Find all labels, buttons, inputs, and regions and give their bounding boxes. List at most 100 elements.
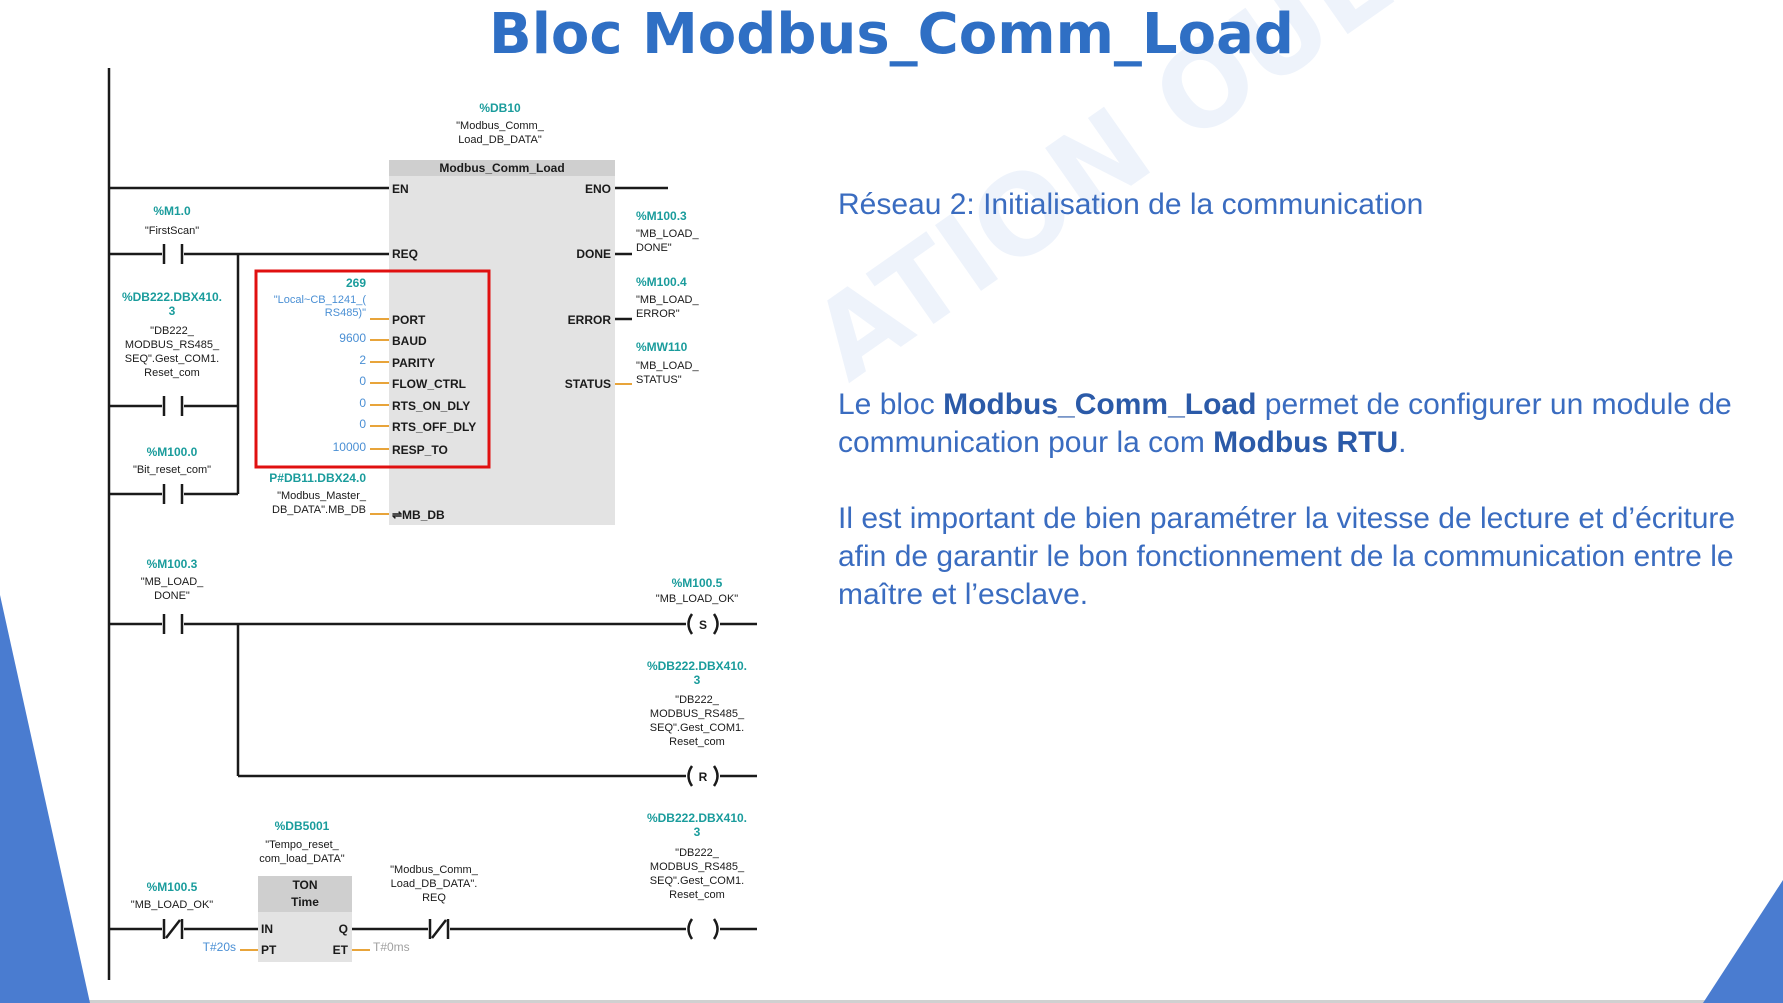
rts-on-dly-value: 0 (359, 396, 366, 410)
set-coil (687, 613, 719, 635)
set-coil-label: S (699, 618, 707, 632)
block-db-name-1: "Modbus_Comm_ (456, 120, 545, 132)
pin-req: REQ (392, 247, 418, 261)
pin-parity: PARITY (392, 356, 435, 370)
reset-com-name-4: Reset_com (144, 367, 200, 379)
reset-coil-name-3: SEQ".Gest_COM1. (650, 722, 744, 734)
bit-reset-address: %M100.0 (147, 445, 198, 459)
reset-coil-name-2: MODBUS_RS485_ (650, 708, 745, 720)
slide-bottom-border (0, 1000, 1783, 1003)
reset-com-name-2: MODBUS_RS485_ (125, 339, 220, 351)
done-name-1: "MB_LOAD_ (636, 228, 699, 240)
req-name-1: "Modbus_Comm_ (390, 864, 479, 876)
mbdb-address: P#DB11.DBX24.0 (269, 471, 366, 485)
port-name-2: RS485)" (325, 307, 366, 319)
status-name-1: "MB_LOAD_ (636, 360, 699, 372)
pin-eno: ENO (585, 182, 611, 196)
set-coil-name: "MB_LOAD_OK" (656, 593, 738, 605)
params-highlight-box (254, 269, 491, 469)
reset-com-address-2: 3 (169, 304, 176, 318)
timer-et-value: T#0ms (373, 940, 410, 954)
timer-name-2: com_load_DATA" (259, 853, 345, 865)
pin-rts-off-dly: RTS_OFF_DLY (392, 420, 476, 434)
firstscan-name: "FirstScan" (145, 225, 199, 237)
timer-pt-value: T#20s (203, 940, 236, 954)
coil-name-2: MODBUS_RS485_ (650, 861, 745, 873)
reset-coil (687, 765, 719, 787)
ladder-diagram: S R Modbus_Comm_Load EN ENO REQ DONE POR… (107, 68, 757, 980)
decorative-triangle-left (0, 595, 90, 1003)
error-name-2: ERROR" (636, 308, 680, 320)
slide-title: Bloc Modbus_Comm_Load (489, 2, 1294, 67)
pin-status: STATUS (565, 377, 611, 391)
flow-ctrl-value: 0 (359, 374, 366, 388)
coil-address-2: 3 (694, 825, 701, 839)
req-name-3: REQ (422, 892, 446, 904)
baud-value: 9600 (339, 331, 366, 345)
network-title: Réseau 2: Initialisation de la communica… (838, 188, 1424, 221)
contact-req-nc (428, 919, 450, 939)
contact-bit-reset-com (162, 484, 184, 504)
port-name-1: "Local~CB_1241_( (274, 294, 367, 306)
timer-type: TON (292, 878, 317, 892)
mbdb-name-2: DB_DATA".MB_DB (272, 504, 366, 516)
pin-done: DONE (576, 247, 611, 261)
port-value: 269 (346, 276, 366, 290)
coil-name-3: SEQ".Gest_COM1. (650, 875, 744, 887)
reset-com-name-3: SEQ".Gest_COM1. (125, 353, 219, 365)
done-name-2: DONE" (636, 242, 672, 254)
status-address: %MW110 (636, 340, 688, 354)
timer-db-address: %DB5001 (275, 819, 330, 833)
output-coil (687, 918, 719, 940)
rung2-contact-name-1: "MB_LOAD_ (141, 576, 204, 588)
set-coil-address: %M100.5 (672, 576, 723, 590)
pin-mb-db: ⇌MB_DB (392, 508, 445, 522)
timer-pin-q: Q (339, 922, 348, 936)
contact-firstscan (162, 244, 184, 264)
pin-port: PORT (392, 313, 426, 327)
pin-error: ERROR (568, 313, 612, 327)
para1-text-3: . (1398, 426, 1407, 459)
pin-resp-to: RESP_TO (392, 443, 448, 457)
block-title: Modbus_Comm_Load (439, 161, 564, 175)
reset-com-name-1: "DB222_ (150, 325, 195, 337)
pin-flow-ctrl: FLOW_CTRL (392, 377, 466, 391)
contact-mb-load-ok-nc (162, 919, 184, 939)
rung3-contact-name: "MB_LOAD_OK" (131, 899, 213, 911)
pin-baud: BAUD (392, 334, 427, 348)
rung2-contact-name-2: DONE" (154, 590, 190, 602)
para1-text-2: permet de configurer un module de commun… (838, 388, 1732, 459)
status-name-2: STATUS" (636, 374, 682, 386)
reset-coil-name-1: "DB222_ (675, 694, 720, 706)
pin-rts-on-dly: RTS_ON_DLY (392, 399, 470, 413)
timer-pin-in: IN (261, 922, 273, 936)
parity-value: 2 (359, 353, 366, 367)
firstscan-address: %M1.0 (153, 204, 191, 218)
block-db-name-2: Load_DB_DATA" (458, 134, 542, 146)
rung3-contact-address: %M100.5 (147, 880, 198, 894)
req-name-2: Load_DB_DATA". (391, 878, 478, 890)
bit-reset-name: "Bit_reset_com" (133, 464, 211, 476)
contact-mb-load-done (162, 614, 184, 634)
contact-reset-com (162, 396, 184, 416)
timer-pin-pt: PT (261, 943, 277, 957)
timer-pin-et: ET (333, 943, 349, 957)
coil-name-4: Reset_com (669, 889, 725, 901)
reset-coil-label: R (699, 770, 708, 784)
reset-coil-name-4: Reset_com (669, 736, 725, 748)
coil-address-1: %DB222.DBX410. (647, 811, 747, 825)
rung2-contact-address: %M100.3 (147, 557, 198, 571)
para1-bold-block-name: Modbus_Comm_Load (943, 388, 1257, 421)
modbus-comm-load-block (389, 160, 615, 525)
mbdb-name-1: "Modbus_Master_ (277, 490, 367, 502)
reset-coil-address-2: 3 (694, 673, 701, 687)
timer-name-1: "Tempo_reset_ (265, 839, 339, 851)
reset-com-address-1: %DB222.DBX410. (122, 290, 222, 304)
error-name-1: "MB_LOAD_ (636, 294, 699, 306)
coil-name-1: "DB222_ (675, 847, 720, 859)
description-paragraph-2: Il est important de bien paramétrer la v… (838, 502, 1736, 611)
pin-en: EN (392, 182, 409, 196)
para1-bold-protocol: Modbus RTU (1213, 426, 1399, 459)
done-address: %M100.3 (636, 209, 687, 223)
decorative-triangle-right (1703, 880, 1783, 1003)
